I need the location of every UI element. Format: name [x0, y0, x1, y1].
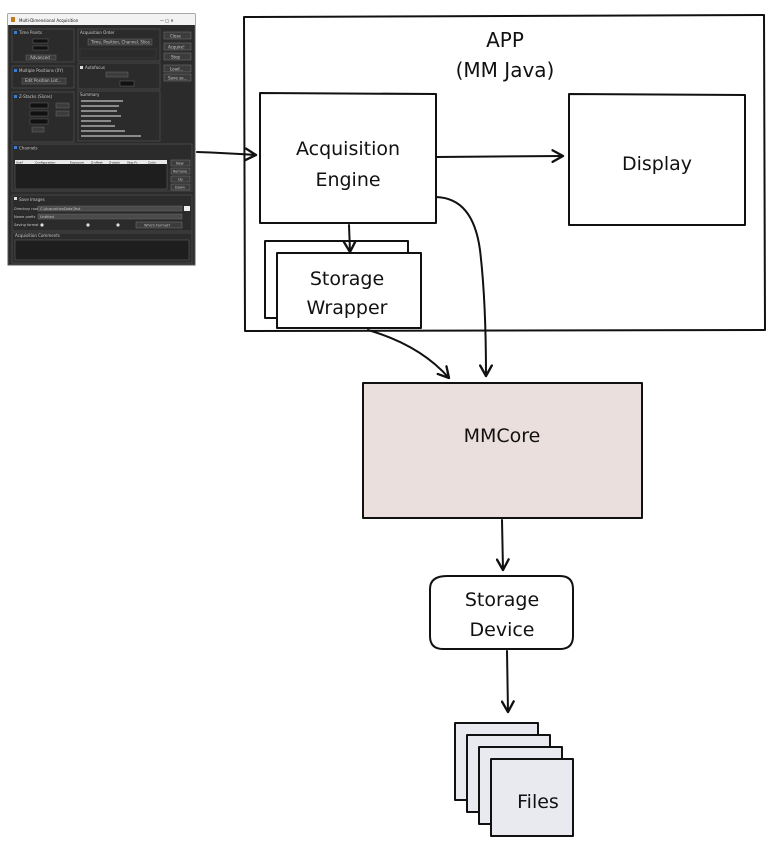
- section-channels: Channels: [19, 146, 38, 151]
- mda-window-screenshot: Multi-Dimensional Acquisition — □ ✕ Time…: [7, 13, 196, 266]
- name-prefix-value: Untitled: [40, 215, 54, 219]
- mda-window-title: Multi-Dimensional Acquisition: [19, 18, 79, 23]
- app-container: [243, 14, 766, 332]
- close-button: Close: [170, 34, 181, 39]
- which-format-button: Which Format?: [144, 224, 170, 228]
- arrow-mda-to-engine: [196, 147, 258, 162]
- acquisition-engine-box: [259, 92, 437, 224]
- arrow-wrapper-to-mmcore: [367, 329, 451, 380]
- files-label: Files: [517, 791, 559, 813]
- svg-text:— □ ✕: — □ ✕: [160, 18, 174, 23]
- acquisition-engine-label-line2: Engine: [315, 169, 380, 191]
- storage-wrapper-label-line1: Storage: [310, 268, 384, 290]
- channel-down-button: Down: [175, 186, 185, 190]
- name-prefix-label: Name prefix: [14, 215, 35, 219]
- acquisition-engine-label-line1: Acquisition: [296, 138, 400, 160]
- channels-col-exposure: Exposure: [70, 160, 84, 164]
- load-button: Load...: [170, 67, 183, 72]
- arrow-engine-to-display: [436, 149, 565, 164]
- storage-device-box: [429, 575, 574, 650]
- directory-root-label: Directory root: [14, 207, 39, 211]
- section-z-stacks: Z-Stacks (Slices): [19, 94, 53, 99]
- files-stack: [454, 722, 574, 837]
- display-label: Display: [622, 153, 692, 175]
- stop-button: Stop: [171, 55, 181, 60]
- saving-format-label: Saving format: [14, 223, 39, 227]
- section-multiple-positions: Multiple Positions (XY): [19, 68, 64, 73]
- channels-col-skip: Skip Fr.: [127, 160, 138, 164]
- arrow-engine-to-mmcore: [435, 196, 493, 378]
- storage-wrapper-label-line2: Wrapper: [306, 297, 387, 319]
- storage-wrapper-stack: [264, 240, 422, 329]
- storage-device-label-line1: Storage: [465, 589, 539, 611]
- mmcore-box: [362, 382, 643, 519]
- channels-col-z-offset: Z-offset: [91, 160, 103, 164]
- channel-remove-button: Remove: [173, 170, 187, 174]
- acquire-button: Acquire!: [168, 45, 185, 50]
- directory-root-value: C:\AcquisitionData\Test: [40, 207, 81, 211]
- section-autofocus: Autofocus: [85, 65, 105, 70]
- mmcore-label: MMCore: [464, 425, 541, 447]
- channel-new-button: New: [176, 162, 184, 166]
- arrow-engine-to-wrapper: [342, 224, 357, 254]
- arrow-mmcore-to-storage-device: [495, 519, 510, 572]
- section-acquisition-order: Acquisition Order: [80, 30, 115, 35]
- channels-col-color: Color: [148, 160, 157, 164]
- section-time-points: Time Points: [18, 30, 42, 35]
- channels-col-z-stack: Z-stack: [109, 160, 120, 164]
- arrows: [196, 147, 565, 714]
- advanced-button: Advanced: [30, 55, 50, 60]
- app-sublabel: (MM Java): [456, 58, 555, 82]
- channels-col-configuration: Configuration: [35, 160, 55, 164]
- save-as-button: Save as...: [168, 76, 187, 81]
- section-save-images: Save Images: [19, 197, 45, 202]
- app-label: APP: [486, 28, 524, 52]
- channels-col-use: Use?: [16, 160, 24, 164]
- edit-position-list-button: Edit Position List...: [25, 78, 62, 83]
- section-acquisition-comments: Acquisition Comments: [15, 233, 60, 238]
- acquisition-order-value: Time, Position, Channel, Slice: [90, 40, 150, 45]
- arrow-storage-device-to-files: [500, 650, 515, 714]
- storage-device-label-line2: Device: [470, 619, 535, 641]
- display-box: [568, 93, 746, 226]
- section-summary: Summary: [80, 92, 100, 97]
- channel-up-button: Up: [178, 178, 184, 182]
- mda-right-buttons: Close Acquire! Stop Load... Save as...: [163, 31, 192, 82]
